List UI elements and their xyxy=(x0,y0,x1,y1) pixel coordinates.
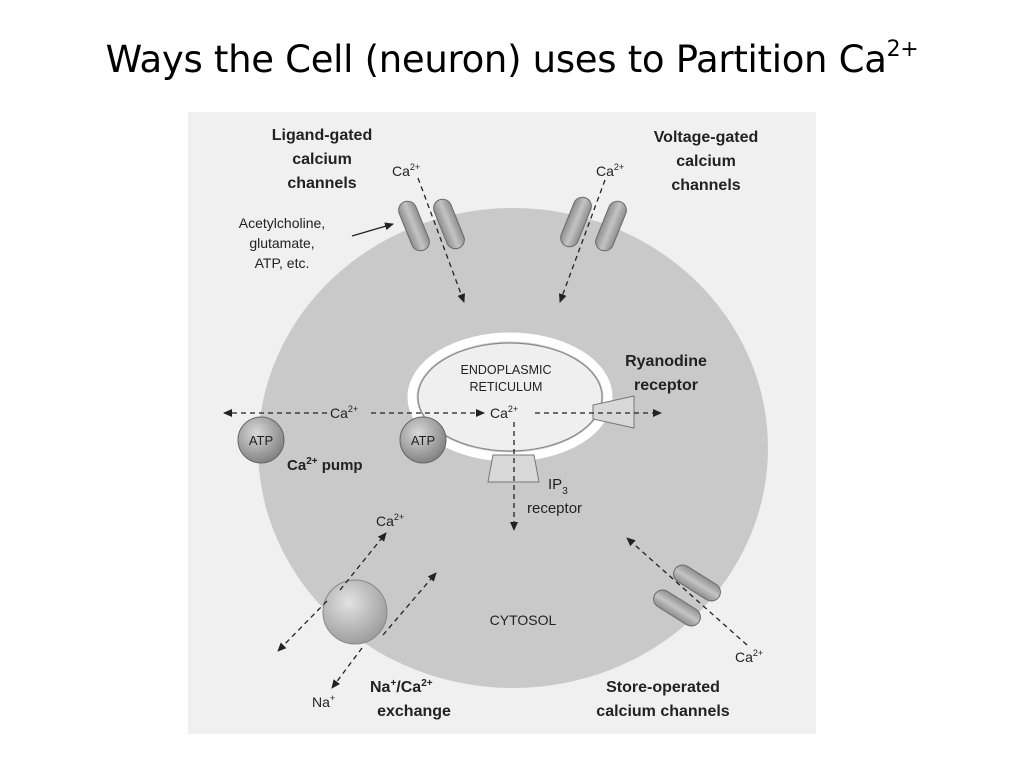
ip3-label: IP3 xyxy=(548,476,568,497)
svg-text:calcium: calcium xyxy=(292,151,352,168)
exchanger-na-arrow-in xyxy=(382,572,437,636)
agonists-label: Acetylcholine, glutamate, ATP, etc. xyxy=(239,215,325,271)
exchanger-ca-label: Ca2+ xyxy=(376,512,404,529)
store-operated-channel xyxy=(653,564,721,627)
voltage-influx-arrow xyxy=(559,179,606,303)
svg-text:calcium channels: calcium channels xyxy=(596,703,729,720)
svg-text:RETICULUM: RETICULUM xyxy=(470,380,543,394)
atp-pump-membrane xyxy=(237,416,285,464)
ligand-gated-channel xyxy=(398,198,465,252)
svg-text:channels: channels xyxy=(287,175,356,192)
ip3-receptor-label: receptor xyxy=(527,500,582,517)
svg-text:Store-operated: Store-operated xyxy=(606,679,720,696)
voltage-gated-label: Voltage-gated calcium channels xyxy=(654,129,759,194)
ligand-gated-label: Ligand-gated calcium channels xyxy=(272,127,372,192)
atp-pump-er xyxy=(399,416,447,464)
na-ion-label: Na+ xyxy=(312,693,335,710)
voltage-gated-channel xyxy=(560,196,627,252)
ryanodine-receptor-shape xyxy=(592,395,635,429)
slide-title: Ways the Cell (neuron) uses to Partition… xyxy=(105,37,919,81)
ryanodine-label: Ryanodine receptor xyxy=(625,353,707,394)
svg-text:Voltage-gated: Voltage-gated xyxy=(654,129,759,146)
svg-text:calcium: calcium xyxy=(676,153,736,170)
er-label: ENDOPLASMIC RETICULUM xyxy=(461,363,552,394)
svg-text:glutamate,: glutamate, xyxy=(249,235,314,251)
na-ca-exchanger xyxy=(322,579,388,645)
er-ca-label: Ca2+ xyxy=(490,404,518,421)
cytosol-label: CYTOSOL xyxy=(490,612,557,628)
svg-text:Acetylcholine,: Acetylcholine, xyxy=(239,215,325,231)
exchange-label-line1: Na+/Ca2+ xyxy=(370,678,433,696)
atp-label-membrane: ATP xyxy=(249,433,273,448)
svg-text:ATP, etc.: ATP, etc. xyxy=(255,255,310,271)
svg-text:channels: channels xyxy=(671,177,740,194)
ca-pump-label: Ca2+ pump xyxy=(287,456,363,474)
svg-text:ENDOPLASMIC: ENDOPLASMIC xyxy=(461,363,552,377)
ligand-influx-arrow xyxy=(417,177,465,303)
pump-ca-label: Ca2+ xyxy=(330,404,358,421)
exchanger-ca-arrow-out xyxy=(339,532,387,591)
exchanger-ca-arrow-in xyxy=(277,600,328,652)
atp-label-er: ATP xyxy=(411,433,435,448)
svg-text:Ligand-gated: Ligand-gated xyxy=(272,127,372,144)
svg-text:receptor: receptor xyxy=(634,377,698,394)
agonist-pointer-arrow xyxy=(351,222,394,237)
store-operated-label: Store-operated calcium channels xyxy=(596,679,729,720)
svg-text:Ryanodine: Ryanodine xyxy=(625,353,707,370)
ligand-ca-label: Ca2+ xyxy=(392,162,420,179)
voltage-ca-label: Ca2+ xyxy=(596,162,624,179)
exchange-label-line2: exchange xyxy=(377,703,451,720)
store-operated-ca-label: Ca2+ xyxy=(735,648,763,665)
